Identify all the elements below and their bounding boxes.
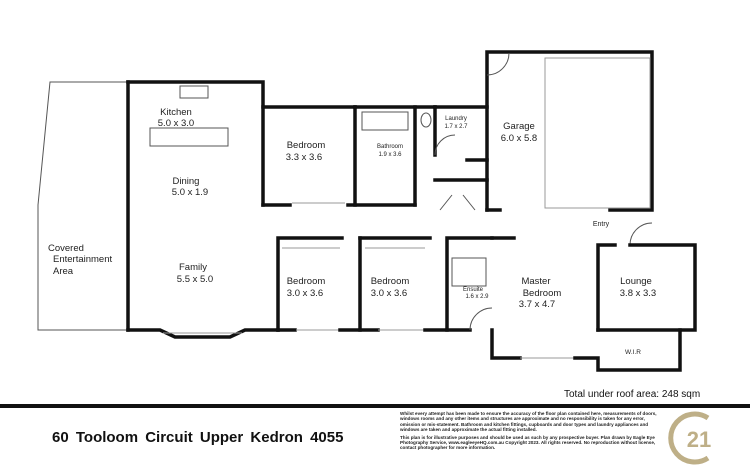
total-area: Total under roof area: 248 sqm (564, 389, 701, 400)
lounge-label: Lounge (620, 276, 652, 287)
master-label-1: Master (521, 276, 550, 287)
double-door (439, 194, 476, 211)
family-label: Family (179, 262, 207, 273)
wir-label: W.I.R (625, 349, 641, 356)
covered-label-3: Area (53, 266, 74, 277)
bedroom3-label: Bedroom (371, 276, 410, 287)
dining-size: 5.0 x 1.9 (172, 187, 208, 198)
bedroom3-size: 3.0 x 3.6 (371, 288, 407, 299)
door-swing (486, 52, 510, 76)
wall (423, 236, 494, 332)
kitchen-label: Kitchen (160, 107, 192, 118)
wall (573, 243, 697, 372)
bathroom-size: 1.9 x 3.6 (378, 152, 402, 158)
wall (276, 236, 344, 332)
entry-label: Entry (593, 221, 610, 228)
wall-lounge (596, 243, 617, 332)
disclaimer-paragraph: This plan is for illustrative purposes a… (400, 434, 656, 451)
disclaimer: Whilst every attempt has been made to en… (400, 411, 665, 453)
covered-area-outline (37, 81, 128, 331)
wall-garage (485, 50, 654, 212)
bedroom1-label: Bedroom (287, 140, 326, 151)
master-label-2: Bedroom (523, 288, 562, 299)
lounge-size: 3.8 x 3.3 (620, 288, 656, 299)
ensuite-size: 1.6 x 2.9 (465, 294, 489, 300)
door-swing (434, 134, 456, 156)
bathroom-label: Bathroom (377, 144, 403, 150)
family-size: 5.5 x 5.0 (177, 274, 213, 285)
garage-size: 6.0 x 5.8 (501, 133, 537, 144)
entry-door (629, 222, 653, 246)
century21-logo: 21 (668, 411, 711, 465)
master-size: 3.7 x 4.7 (519, 299, 555, 310)
laundry-label: Laundry (445, 116, 467, 122)
door-swing (469, 307, 493, 331)
wall-living (126, 80, 357, 109)
garage-door (544, 57, 651, 209)
kitchen-island (149, 127, 229, 147)
covered-label-1: Covered (48, 243, 84, 254)
bedroom2-size: 3.0 x 3.6 (287, 288, 323, 299)
toilet (420, 112, 432, 128)
property-address: 60 Tooloom Circuit Upper Kedron 4055 (52, 429, 344, 446)
wall-family-bottom (126, 328, 280, 339)
covered-label-2: Entertainment (53, 254, 113, 265)
bedroom1-size: 3.3 x 3.6 (286, 152, 322, 163)
bathtub (361, 111, 409, 131)
footer-divider (0, 404, 750, 408)
kitchen-size: 5.0 x 3.0 (158, 118, 194, 129)
wall-master (490, 328, 522, 360)
svg-text:21: 21 (687, 427, 711, 452)
shower (451, 257, 487, 287)
disclaimer-paragraph: Whilst every attempt has been made to en… (400, 411, 657, 433)
ensuite-label: Ensuite (463, 287, 484, 293)
cooktop (179, 85, 209, 99)
laundry-size: 1.7 x 2.7 (444, 124, 468, 130)
bedroom2-label: Bedroom (287, 276, 326, 287)
garage-label: Garage (503, 121, 535, 132)
dining-label: Dining (173, 176, 200, 187)
